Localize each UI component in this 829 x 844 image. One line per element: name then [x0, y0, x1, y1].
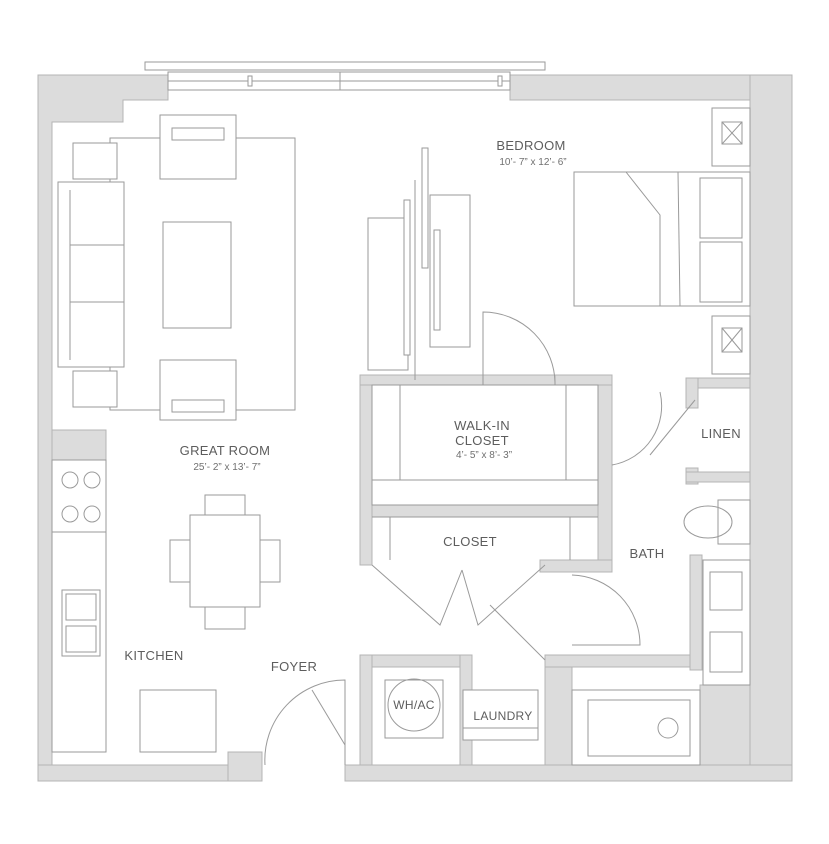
bedroom-label: BEDROOM	[496, 138, 566, 153]
walk-in-closet-dims: 4’- 5” x 8’- 3”	[455, 450, 513, 461]
kitchen-fixtures	[51, 459, 217, 753]
great-room-dims: 25’- 2” x 13’- 7”	[193, 462, 261, 473]
exterior-walls	[37, 74, 793, 782]
bedroom-furniture	[367, 107, 751, 380]
kitchen-label: KITCHEN	[124, 648, 184, 663]
closet-shelves	[371, 384, 599, 560]
doors	[264, 311, 696, 766]
walk-in-closet-label-line1: WALK-IN	[454, 418, 510, 433]
bedroom-dims: 10’- 7” x 12’- 6”	[499, 157, 567, 168]
great-room-label: GREAT ROOM	[179, 443, 271, 458]
whac-label: WH/AC	[393, 698, 435, 712]
linen-label: LINEN	[701, 426, 741, 441]
living-furniture	[57, 114, 296, 630]
window	[144, 61, 546, 91]
closet-label: CLOSET	[443, 534, 497, 549]
laundry-label: LAUNDRY	[473, 709, 533, 723]
utility-fixtures	[384, 678, 539, 741]
walk-in-closet-label-line2: CLOSET	[455, 433, 509, 448]
bath-fixtures	[571, 499, 751, 766]
bath-label: BATH	[629, 546, 665, 561]
foyer-label: FOYER	[270, 659, 318, 674]
